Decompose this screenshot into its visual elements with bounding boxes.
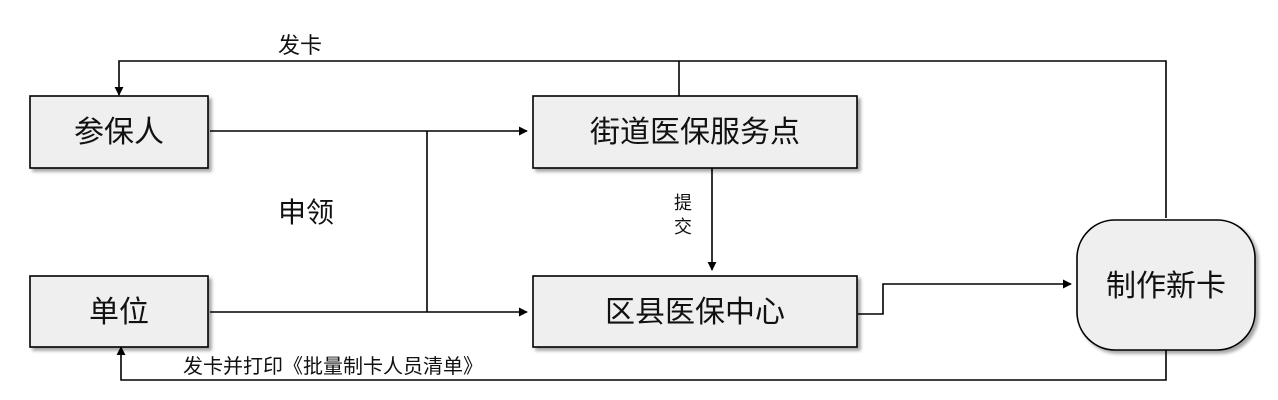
label-apply: 申领 — [278, 196, 334, 229]
node-insured: 参保人 — [29, 95, 209, 169]
arrow-makecard-to-unit — [116, 346, 1167, 381]
node-district-center-label: 区县医保中心 — [605, 295, 785, 330]
node-street-service: 街道医保服务点 — [532, 95, 858, 169]
label-submit-char-2: 交 — [674, 217, 692, 238]
connectors — [114, 60, 1167, 381]
node-insured-label: 参保人 — [74, 115, 164, 150]
label-submit-char-1: 提 — [674, 193, 692, 214]
arrow-makecard-to-insured — [114, 60, 1167, 218]
label-issue-card: 发卡 — [278, 34, 322, 59]
node-street-service-label: 街道医保服务点 — [590, 115, 800, 150]
label-submit: 提 交 — [674, 193, 692, 238]
node-district-center: 区县医保中心 — [532, 275, 858, 348]
node-unit: 单位 — [29, 275, 209, 348]
node-make-card-label: 制作新卡 — [1106, 269, 1226, 304]
node-make-card: 制作新卡 — [1076, 219, 1256, 351]
node-unit-label: 单位 — [89, 295, 149, 330]
arrow-district-to-makecard — [858, 279, 1072, 315]
label-issue-and-print: 发卡并打印《批量制卡人员清单》 — [183, 354, 483, 378]
